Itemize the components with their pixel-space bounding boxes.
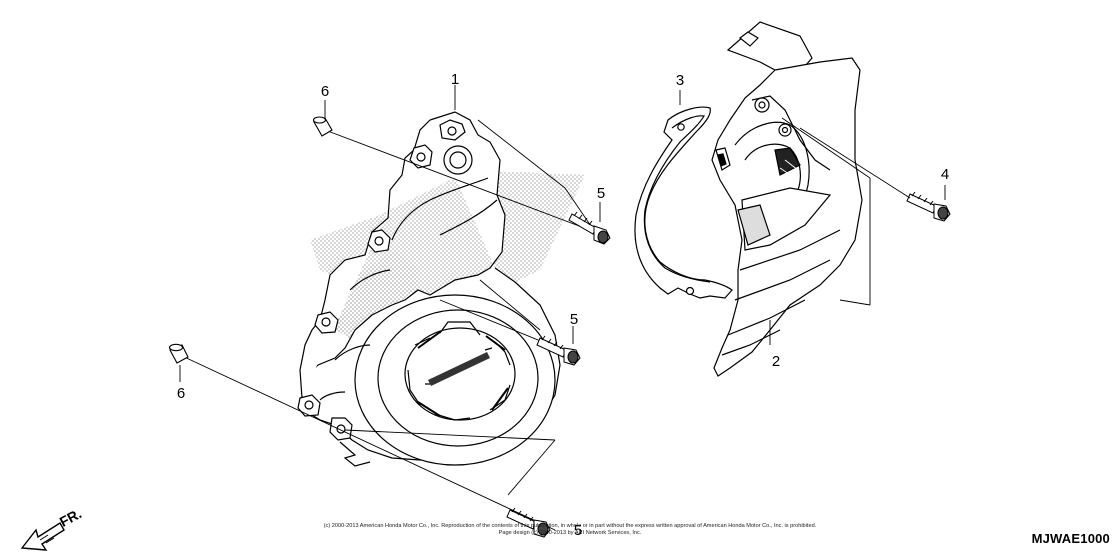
- copyright-line-2: Page design (c) 2000-2013 by ARI Network…: [498, 529, 642, 536]
- dowel-pin-upper: [312, 116, 333, 137]
- diagram-code: MJWAE1000: [1031, 531, 1110, 546]
- callout-2: 2: [772, 353, 780, 370]
- sprocket-cover: [711, 21, 863, 377]
- callout-1: 1: [451, 71, 459, 88]
- front-direction-arrow: FR.: [20, 505, 84, 551]
- callout-5-middle: 5: [570, 311, 578, 328]
- callout-6-upper: 6: [321, 83, 329, 100]
- callout-5-upper: 5: [597, 185, 605, 202]
- callout-6-lower: 6: [177, 385, 185, 402]
- copyright-line-1: (c) 2000-2013 American Honda Motor Co., …: [323, 523, 817, 529]
- bolt-upper: [568, 211, 611, 245]
- callout-4: 4: [941, 166, 949, 183]
- callout-leaders: [179, 100, 601, 382]
- callout-3: 3: [676, 72, 684, 89]
- dowel-pin-lower: [168, 343, 189, 364]
- bolt-lower: [506, 507, 551, 538]
- copyright-notice: (c) 2000-2013 American Honda Motor Co., …: [300, 523, 840, 536]
- bolt-right: [906, 191, 951, 222]
- assembly-lines-right: [679, 90, 946, 345]
- left-crankcase-cover: [297, 111, 585, 467]
- gasket: [634, 106, 733, 299]
- bolt-middle: [536, 335, 581, 366]
- callout-5-lower: 5: [574, 522, 582, 539]
